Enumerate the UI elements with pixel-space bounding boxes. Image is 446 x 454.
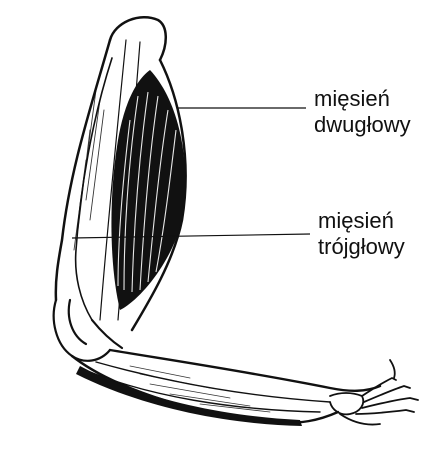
wrist-bones: [330, 393, 363, 414]
humerus-head: [110, 17, 166, 60]
thumb: [340, 414, 380, 425]
finger-4: [356, 410, 414, 414]
biceps-label: mięsień dwugłowy: [314, 86, 411, 138]
triceps-label: mięsień trójgłowy: [318, 208, 405, 260]
biceps-label-line1: mięsień: [314, 86, 411, 112]
triceps-label-line2: trójgłowy: [318, 234, 405, 260]
upper-arm-left-contour: [56, 40, 110, 300]
biceps-label-line2: dwugłowy: [314, 112, 411, 138]
triceps-label-line1: mięsień: [318, 208, 405, 234]
